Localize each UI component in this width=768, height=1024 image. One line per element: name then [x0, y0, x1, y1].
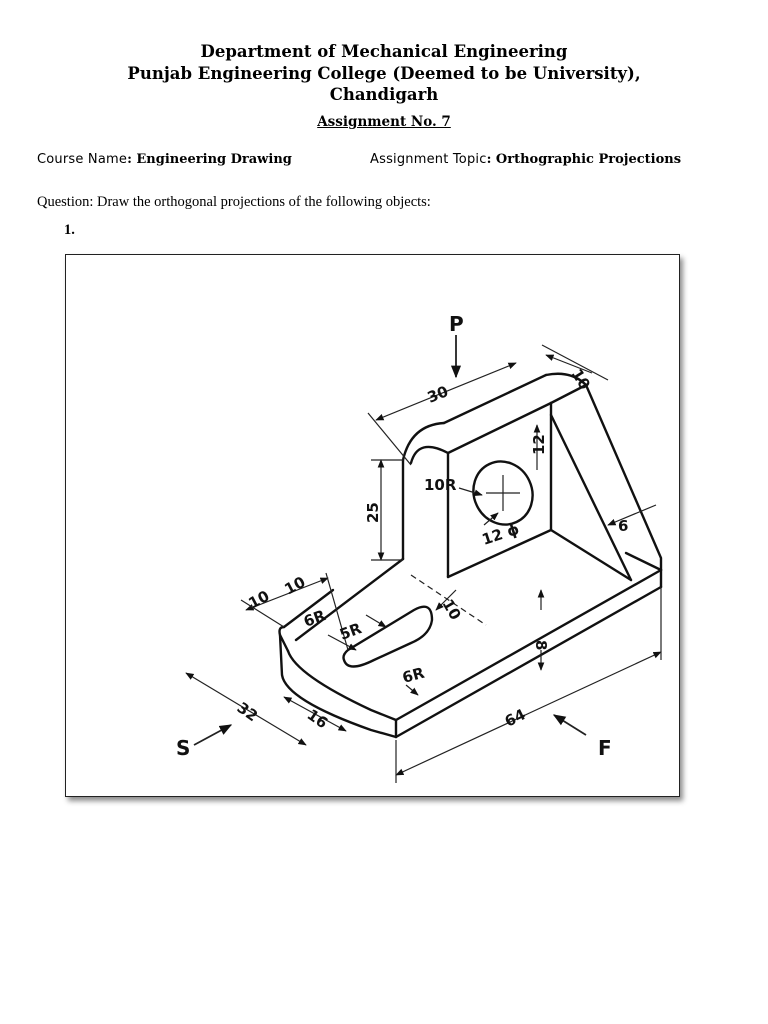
upright-back-corner: [544, 372, 588, 387]
dim-32: 32: [234, 699, 261, 726]
hole-outline: [472, 460, 534, 526]
isometric-drawing: P S F 30 10 25 10R 12 12 ϕ 6 10 10 6R 5R…: [176, 312, 663, 783]
rib-front-slope: [549, 413, 633, 582]
dim-64: 64: [502, 705, 529, 730]
dim-10-top: 10: [568, 366, 594, 393]
dim-10r: 10R: [424, 476, 457, 494]
department-heading: Department of Mechanical Engineering: [200, 42, 568, 61]
base-top-back-right-edge: [624, 551, 663, 572]
dim-30: 30: [425, 382, 451, 407]
dim-25: 25: [364, 502, 382, 523]
rib-top-edge: [549, 383, 588, 405]
rib-back-slope: [584, 383, 663, 572]
question-item-number: 1.: [64, 222, 75, 238]
isometric-drawing-figure: P S F 30 10 25 10R 12 12 ϕ 6 10 10 6R 5R…: [65, 254, 680, 797]
course-name-value: : Engineering Drawing: [127, 152, 292, 167]
dimension-lines: [185, 335, 662, 783]
dim-10-slot: 10: [439, 596, 465, 623]
course-name: Course Name: Engineering Drawing: [37, 151, 292, 167]
view-label-f: F: [598, 736, 612, 760]
assignment-topic-label: Assignment Topic: [370, 152, 487, 167]
view-label-p: P: [449, 312, 464, 336]
upright-top-back-edge: [442, 373, 548, 425]
view-label-s: S: [176, 736, 190, 760]
assignment-topic-value: : Orthographic Projections: [486, 152, 682, 167]
base-top-right-edge: [394, 568, 663, 722]
upright-top-front-edge: [446, 401, 553, 455]
rib-base-line: [549, 528, 633, 582]
dim-12: 12: [530, 434, 548, 455]
dim-8: 8: [532, 640, 550, 650]
upright-front-arc: [409, 445, 450, 465]
dim-6r-front: 6R: [400, 664, 426, 687]
course-name-label: Course Name: [37, 152, 128, 167]
upright-base-line: [446, 528, 553, 579]
base-top-front-edge: [286, 649, 398, 722]
upright-top-arc: [401, 421, 446, 462]
college-heading: Punjab Engineering College (Deemed to be…: [127, 64, 641, 83]
dim-6-rib: 6: [618, 517, 628, 535]
base-top-back-edge: [294, 557, 405, 642]
assignment-title: Assignment No. 7: [317, 114, 451, 130]
city-heading: Chandigarh: [329, 85, 439, 104]
dim-12-phi: 12 ϕ: [480, 520, 522, 549]
object-outline: [278, 372, 663, 739]
slot-outline: [342, 605, 434, 668]
question-text: Question: Draw the orthogonal projection…: [37, 194, 431, 210]
assignment-topic: Assignment Topic: Orthographic Projectio…: [370, 151, 681, 167]
hole-centerlines: [486, 475, 520, 511]
base-front-left-face: [278, 633, 398, 739]
dim-5r: 5R: [337, 619, 364, 644]
